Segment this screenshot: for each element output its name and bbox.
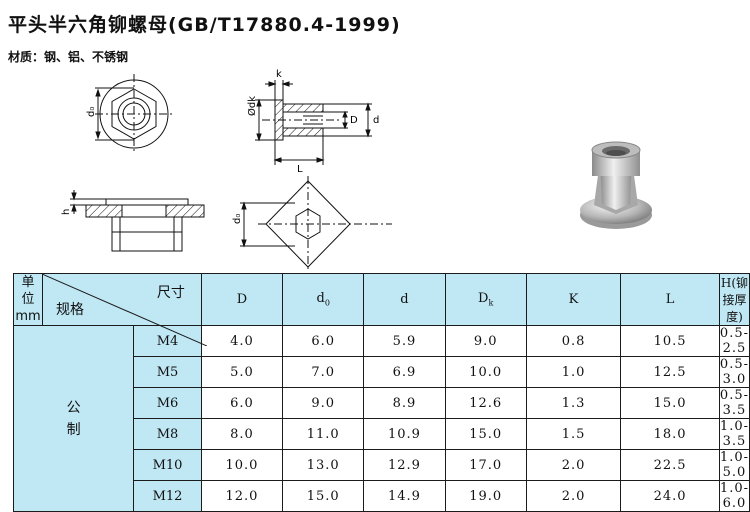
cell-K: 0.8 xyxy=(525,325,622,357)
dk-label: Ødk xyxy=(246,96,258,116)
unit-system-cell: 公制 xyxy=(12,325,135,512)
spec-name: M4 xyxy=(133,325,202,357)
cell-d: 6.9 xyxy=(363,356,446,388)
spec-name: M5 xyxy=(133,356,202,388)
cell-d: 5.9 xyxy=(363,325,446,357)
cell-L: 10.5 xyxy=(620,325,720,357)
header-K: K xyxy=(525,273,622,326)
cell-K: 2.0 xyxy=(525,449,622,481)
cell-Dk: 19.0 xyxy=(444,480,527,512)
cell-d: 12.9 xyxy=(363,449,446,481)
k-label: k xyxy=(276,69,282,80)
cell-d0: 9.0 xyxy=(282,387,365,419)
installed-view-drawing xyxy=(70,190,205,252)
cell-d: 10.9 xyxy=(363,418,446,450)
cell-L: 12.5 xyxy=(620,356,720,388)
header-L: L xyxy=(620,273,720,326)
spec-name: M10 xyxy=(133,449,202,481)
cell-d0: 11.0 xyxy=(282,418,365,450)
cell-H: 0.5-2.5 xyxy=(718,325,750,357)
D-label: D xyxy=(350,115,358,126)
cell-D: 8.0 xyxy=(200,418,284,450)
cell-d0: 6.0 xyxy=(282,325,365,357)
cell-L: 15.0 xyxy=(620,387,720,419)
cell-K: 1.3 xyxy=(525,387,622,419)
header-H: H(铆接厚度) xyxy=(718,273,750,326)
spec-table: 单 位 mm 尺寸 规格 D d0 d Dk K L H(铆接厚度) 公制 M4… xyxy=(12,273,750,512)
cell-Dk: 17.0 xyxy=(444,449,527,481)
cell-Dk: 12.6 xyxy=(444,387,527,419)
table-row: M10 10.0 13.0 12.9 17.0 2.0 22.5 1.0-5.0 xyxy=(14,449,750,481)
technical-drawings: d₀ k Ødk D d xyxy=(61,69,652,272)
table-corner-cell: 单 位 mm 尺寸 规格 xyxy=(13,273,207,346)
cell-d0: 7.0 xyxy=(282,356,365,388)
cell-K: 1.0 xyxy=(525,356,622,388)
cell-D: 4.0 xyxy=(200,325,284,357)
material-note: 材质：钢、铝、不锈钢 xyxy=(8,50,129,64)
cell-d: 14.9 xyxy=(363,480,446,512)
section-view-drawing xyxy=(255,80,372,165)
cell-L: 24.0 xyxy=(620,480,720,512)
table-row: M5 5.0 7.0 6.9 10.0 1.0 12.5 0.5-3.0 xyxy=(14,356,750,388)
table-row: M6 6.0 9.0 8.9 12.6 1.3 15.0 0.5-3.5 xyxy=(14,387,750,419)
cell-H: 1.0-6.0 xyxy=(718,480,750,512)
d-label: d xyxy=(373,115,379,126)
spec-name: M6 xyxy=(133,387,202,419)
size-label: 尺寸 xyxy=(156,285,185,301)
header-d0: d0 xyxy=(282,273,365,326)
header-Dk: Dk xyxy=(444,273,527,326)
cell-D: 12.0 xyxy=(200,480,284,512)
cell-H: 0.5-3.5 xyxy=(718,387,750,419)
page-title: 平头半六角铆螺母(GB/T17880.4-1999) xyxy=(8,14,401,36)
L-label: L xyxy=(297,164,303,175)
cell-Dk: 9.0 xyxy=(444,325,527,357)
diamond-view-drawing xyxy=(240,176,392,272)
unit-label: 单 位 mm xyxy=(14,274,43,325)
cell-d0: 13.0 xyxy=(282,449,365,481)
cell-D: 10.0 xyxy=(200,449,284,481)
corner-diagonal xyxy=(42,274,207,346)
cell-H: 0.5-3.0 xyxy=(718,356,750,388)
cell-H: 1.0-3.5 xyxy=(718,418,750,450)
d0b-label: d₀ xyxy=(232,214,243,224)
cell-D: 6.0 xyxy=(200,387,284,419)
d0-label: d₀ xyxy=(86,107,97,117)
table-header-row: 单 位 mm 尺寸 规格 D d0 d Dk K L H(铆接厚度) xyxy=(13,273,750,346)
cell-L: 18.0 xyxy=(620,418,720,450)
cell-Dk: 10.0 xyxy=(444,356,527,388)
header-d: d xyxy=(363,273,446,326)
header-D: D xyxy=(200,273,284,326)
cell-d0: 15.0 xyxy=(282,480,365,512)
table-row: M8 8.0 11.0 10.9 15.0 1.5 18.0 1.0-3.5 xyxy=(14,418,750,450)
unit-char-2: 位 xyxy=(21,292,35,307)
cell-d: 8.9 xyxy=(363,387,446,419)
cell-D: 5.0 xyxy=(200,356,284,388)
cell-K: 1.5 xyxy=(525,418,622,450)
cell-H: 1.0-5.0 xyxy=(718,449,750,481)
cell-Dk: 15.0 xyxy=(444,418,527,450)
unit-char-3: mm xyxy=(15,309,41,324)
cell-K: 2.0 xyxy=(525,480,622,512)
rivet-nut-photo xyxy=(580,141,652,229)
cell-L: 22.5 xyxy=(620,449,720,481)
spec-name: M8 xyxy=(133,418,202,450)
spec-name: M12 xyxy=(133,480,202,512)
top-view-drawing xyxy=(95,74,175,154)
h-label: h xyxy=(61,209,72,215)
unit-char-1: 单 xyxy=(21,275,35,290)
spec-label: 规格 xyxy=(56,302,84,318)
table-row: 公制 M4 4.0 6.0 5.9 9.0 0.8 10.5 0.5-2.5 xyxy=(12,325,750,512)
